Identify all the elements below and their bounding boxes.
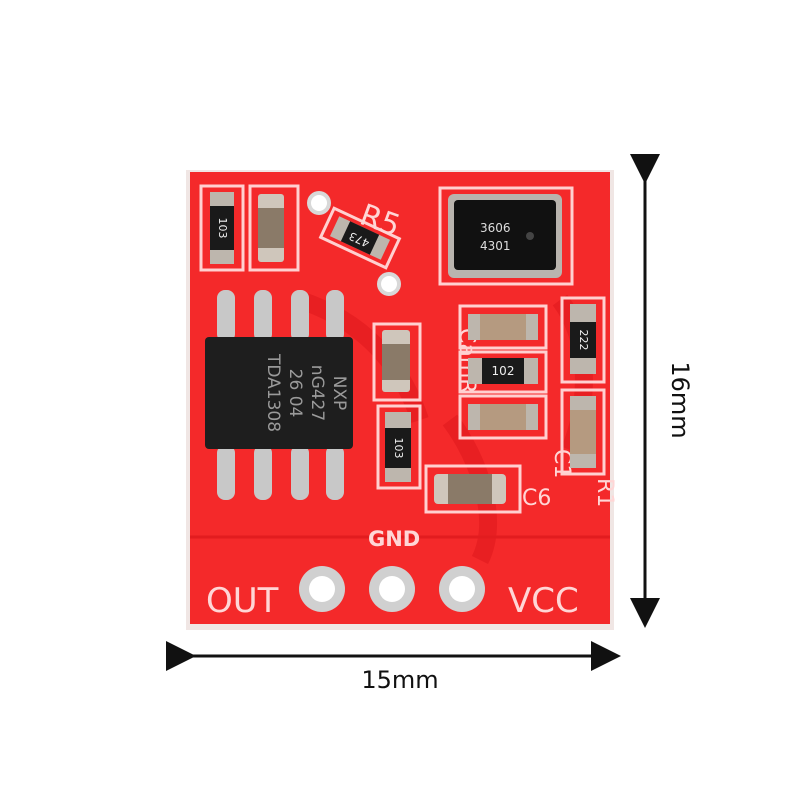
mic-marking-line2: 4301 <box>480 239 511 253</box>
capacitor-r1 <box>560 388 606 476</box>
mic-marking-line1: 3606 <box>480 221 511 235</box>
capacitor-mid <box>372 322 422 402</box>
capacitor-c1 <box>458 394 548 440</box>
capacitor-c6 <box>424 464 522 514</box>
height-label: 16mm <box>666 361 694 438</box>
label-vcc: VCC <box>508 581 579 621</box>
ic-marking-line1: TDA1308 <box>263 353 283 432</box>
label-gnd: GND <box>368 527 420 551</box>
resistor-top-left: 103 <box>199 184 245 272</box>
capacitor-c-top <box>458 304 548 350</box>
resistor-102: 102 <box>458 350 548 394</box>
resistor-mid: 103 <box>376 404 422 490</box>
resistor-code: 103 <box>216 218 229 239</box>
label-r1: R1 <box>592 478 617 507</box>
pin-vcc-pad <box>439 566 485 612</box>
via-hole <box>377 272 401 296</box>
mic-port <box>526 232 534 240</box>
ic-marking-line2: 26 04 <box>285 369 305 418</box>
width-label: 15mm <box>361 666 438 694</box>
capacitor-top-left <box>248 184 300 272</box>
ic-tda1308: NXP nG427 26 04 TDA1308 <box>205 337 353 449</box>
label-c6: C6 <box>522 486 551 511</box>
label-out: OUT <box>206 581 279 621</box>
resistor-code: 103 <box>392 438 405 459</box>
pin-gnd-pad <box>369 566 415 612</box>
resistor-222: 222 <box>560 296 606 384</box>
resistor-r5: 473 <box>318 206 402 270</box>
ic-marking-line4: NXP <box>329 376 349 411</box>
resistor-code: 102 <box>492 364 515 378</box>
resistor-code: 222 <box>577 330 590 351</box>
pin-out-pad <box>299 566 345 612</box>
mounting-hole <box>307 191 331 215</box>
mems-microphone: 3606 4301 <box>438 186 574 286</box>
ic-pins <box>217 290 344 500</box>
ic-marking-line3: nG427 <box>307 365 327 421</box>
